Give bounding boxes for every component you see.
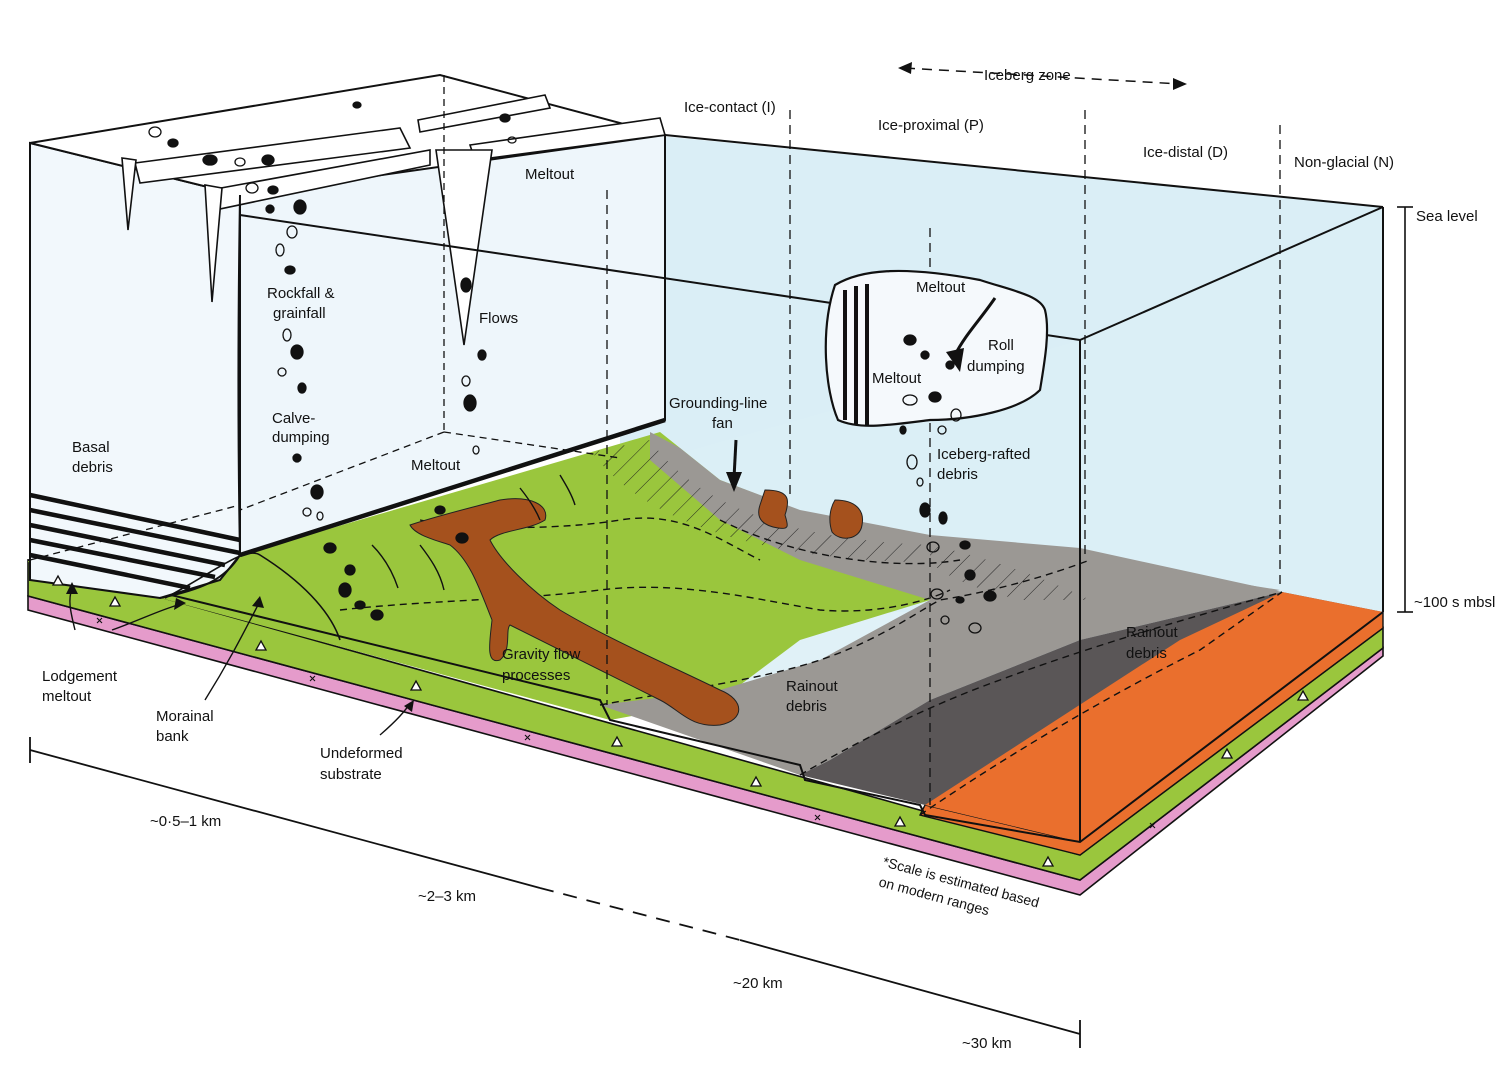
gravity-flow-fan-1	[759, 490, 788, 528]
label-iceberg-meltout-left: Meltout	[872, 370, 922, 387]
iceberg-zone-arrowhead-left	[898, 62, 912, 74]
label-sea-level: Sea level	[1416, 208, 1478, 225]
label-ice-distal: Ice-distal (D)	[1143, 144, 1228, 161]
label-roll-1: Roll	[988, 337, 1014, 354]
label-roll-2: dumping	[967, 358, 1025, 375]
label-morainal-2: bank	[156, 728, 189, 745]
label-non-glacial: Non-glacial (N)	[1294, 154, 1394, 171]
label-rockfall-1: Rockfall &	[267, 285, 335, 302]
label-rainout-mid-2: debris	[786, 698, 827, 715]
label-meltout-front: Meltout	[411, 457, 461, 474]
label-grounding-2: fan	[712, 415, 733, 432]
label-calve-2: dumping	[272, 429, 330, 446]
label-flows: Flows	[479, 310, 518, 327]
label-rafted-2: debris	[937, 466, 978, 483]
label-lodgement-2: meltout	[42, 688, 92, 705]
label-iceberg-meltout-top: Meltout	[916, 279, 966, 296]
label-iceberg-zone: Iceberg zone	[984, 67, 1071, 84]
label-morainal-1: Morainal	[156, 708, 214, 725]
label-ice-contact: Ice-contact (I)	[684, 99, 776, 116]
label-calve-1: Calve-	[272, 410, 315, 427]
label-meltout-top: Meltout	[525, 166, 575, 183]
label-lodgement-1: Lodgement	[42, 668, 118, 685]
label-depth: ~100 s mbsl	[1414, 594, 1495, 611]
label-grounding-1: Grounding-line	[669, 395, 767, 412]
depth-bracket	[1397, 207, 1413, 612]
label-rockfall-2: grainfall	[273, 305, 326, 322]
label-gravity-1: Gravity flow	[502, 646, 581, 663]
label-rainout-far-1: Rainout	[1126, 624, 1179, 641]
label-gravity-2: processes	[502, 667, 570, 684]
label-scale-3: ~20 km	[733, 975, 783, 992]
label-scale-1: ~0·5–1 km	[150, 813, 221, 830]
label-basal-2: debris	[72, 459, 113, 476]
label-scale-2: ~2–3 km	[418, 888, 476, 905]
label-undeformed-1: Undeformed	[320, 745, 403, 762]
label-ice-proximal: Ice-proximal (P)	[878, 117, 984, 134]
label-undeformed-2: substrate	[320, 766, 382, 783]
label-scale-4: ~30 km	[962, 1035, 1012, 1052]
label-rainout-far-2: debris	[1126, 645, 1167, 662]
iceberg-zone-arrowhead-right	[1173, 78, 1187, 90]
label-rafted-1: Iceberg-rafted	[937, 446, 1030, 463]
label-basal-1: Basal	[72, 439, 110, 456]
label-rainout-mid-1: Rainout	[786, 678, 839, 695]
